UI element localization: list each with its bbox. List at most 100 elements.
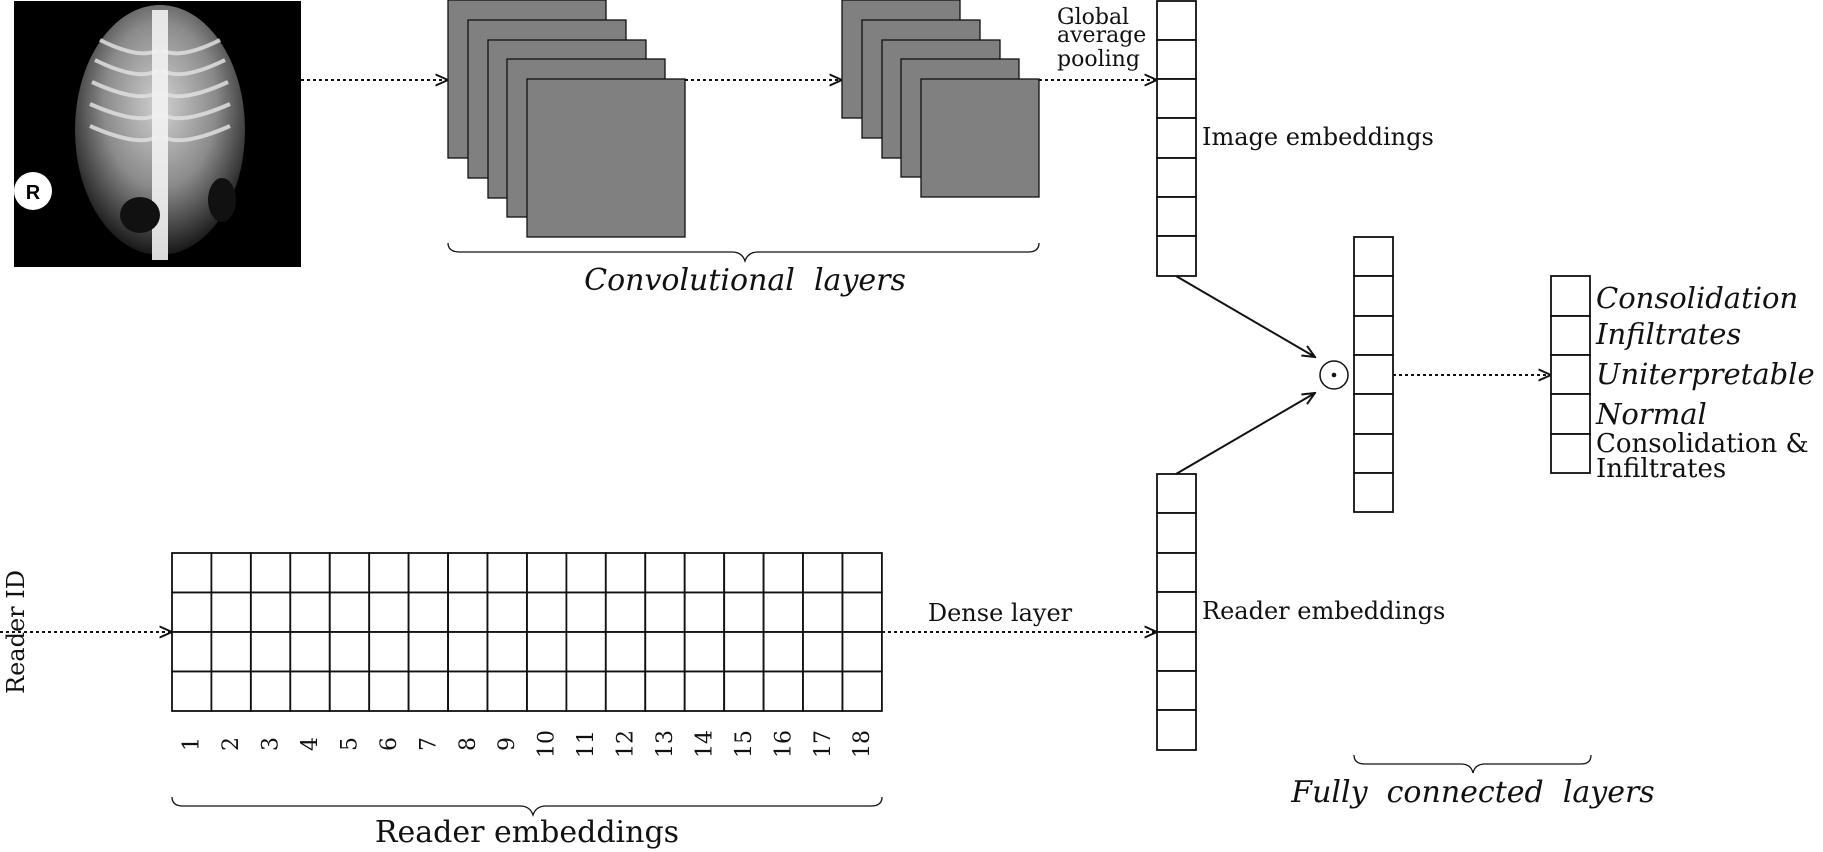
reader-id-number: 12: [614, 730, 639, 758]
reader-id-number: 5: [338, 737, 363, 751]
matrix-cell: [604, 670, 647, 712]
matrix-cell: [289, 552, 331, 594]
output-labels: Consolidation Infiltrates Uniterpretable…: [1595, 281, 1815, 484]
hadamard-product-icon: [1319, 360, 1349, 390]
reader-id-number: 10: [535, 730, 560, 758]
matrix-cell: [328, 591, 371, 633]
reader-embedding-matrix: [171, 552, 883, 712]
matrix-cell: [565, 552, 607, 594]
matrix-cell: [368, 670, 410, 712]
arrow-image-emb-to-product: [1175, 275, 1315, 357]
matrix-cell: [486, 552, 528, 594]
matrix-cell: [486, 631, 528, 673]
matrix-cell: [683, 631, 726, 673]
conv-brace: [447, 242, 1040, 264]
matrix-cell: [526, 670, 568, 712]
matrix-cell: [171, 670, 213, 712]
matrix-cell: [447, 631, 489, 673]
svg-text:R: R: [26, 182, 41, 204]
matrix-cell: [289, 631, 331, 673]
matrix-cell: [368, 552, 410, 594]
reader-id-number: 7: [416, 737, 441, 751]
reader-embeddings-bottom-label: Reader embeddings: [375, 815, 679, 850]
matrix-cell: [210, 631, 252, 673]
reader-brace: [171, 796, 883, 818]
matrix-cell: [723, 670, 765, 712]
matrix-cell: [447, 552, 489, 594]
matrix-cell: [644, 670, 686, 712]
reader-id-number: 8: [456, 737, 481, 751]
reader-id-number: 3: [259, 737, 284, 751]
matrix-cell: [762, 591, 804, 633]
image-embedding-vector: [1156, 0, 1197, 277]
conv-stack-2: [841, 0, 1040, 198]
matrix-cell: [604, 552, 647, 594]
dense-layer-label: Dense layer: [928, 599, 1073, 627]
output-vector: [1550, 275, 1591, 474]
matrix-cell: [526, 552, 568, 594]
global-pooling-label: Global average pooling: [1057, 5, 1153, 72]
reader-id-number: 2: [219, 737, 244, 751]
matrix-cell: [802, 552, 844, 594]
arrow-reader-emb-to-product: [1175, 393, 1315, 475]
reader-id-number: 15: [732, 730, 757, 758]
matrix-cell: [249, 591, 292, 633]
matrix-cell: [723, 631, 765, 673]
reader-id-number: 11: [574, 730, 599, 758]
matrix-cell: [249, 631, 292, 673]
matrix-cell: [683, 670, 726, 712]
matrix-cell: [644, 552, 686, 594]
matrix-cell: [289, 591, 331, 633]
matrix-cell: [210, 670, 252, 712]
matrix-cell: [249, 670, 292, 712]
matrix-cell: [762, 552, 804, 594]
matrix-cell: [171, 591, 213, 633]
reader-id-number: 17: [811, 730, 836, 758]
image-embeddings-label: Image embeddings: [1202, 123, 1434, 151]
fully-connected-layers-label: Fully connected layers: [1290, 775, 1654, 810]
convolutional-layers-label: Convolutional layers: [584, 263, 906, 298]
matrix-cell: [644, 591, 686, 633]
matrix-cell: [841, 591, 883, 633]
matrix-cell: [683, 591, 726, 633]
reader-id-number: 18: [850, 730, 875, 758]
matrix-cell: [407, 552, 449, 594]
matrix-cell: [565, 631, 607, 673]
xray-image: R: [14, 1, 301, 267]
matrix-cell: [841, 670, 883, 712]
fully-connected-brace: [1353, 754, 1592, 774]
matrix-cell: [762, 631, 804, 673]
matrix-cell: [723, 591, 765, 633]
matrix-cell: [644, 631, 686, 673]
matrix-cell: [486, 591, 528, 633]
matrix-cell: [723, 552, 765, 594]
reader-id-number: 6: [377, 737, 402, 751]
output-label-normal: Normal: [1595, 397, 1707, 431]
matrix-cell: [683, 552, 726, 594]
matrix-cell: [841, 552, 883, 594]
matrix-cell: [171, 552, 213, 594]
output-label-uninterpretable: Uniterpretable: [1596, 357, 1815, 391]
reader-id-number: 13: [653, 730, 678, 758]
matrix-cell: [841, 631, 883, 673]
matrix-cell: [486, 670, 528, 712]
matrix-cell: [328, 552, 371, 594]
matrix-cell: [328, 631, 371, 673]
output-label-consolidation: Consolidation: [1596, 281, 1798, 315]
matrix-cell: [565, 670, 607, 712]
matrix-cell: [802, 670, 844, 712]
matrix-cell: [604, 591, 647, 633]
reader-id-number: 9: [495, 737, 520, 751]
matrix-cell: [526, 631, 568, 673]
reader-id-number: 16: [771, 730, 796, 758]
matrix-cell: [171, 631, 213, 673]
matrix-cell: [407, 591, 449, 633]
matrix-cell: [407, 631, 449, 673]
matrix-cell: [249, 552, 292, 594]
matrix-cell: [210, 591, 252, 633]
R-marker-icon: [14, 172, 52, 210]
matrix-cell: [802, 631, 844, 673]
matrix-cell: [447, 591, 489, 633]
output-label-consolidation-and: Consolidation &: [1596, 429, 1809, 459]
